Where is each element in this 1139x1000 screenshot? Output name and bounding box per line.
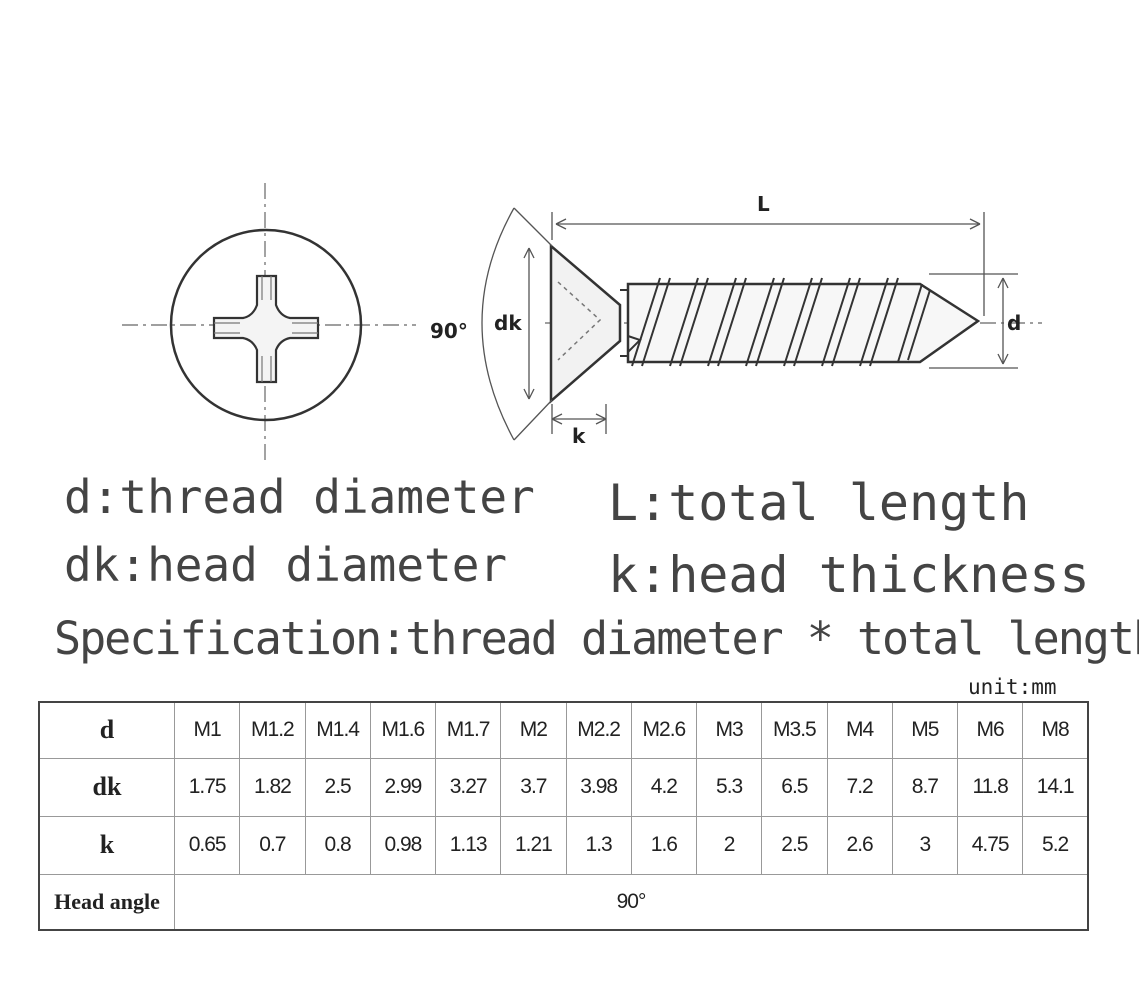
table-cell: M2.2	[565, 701, 632, 759]
table-cell: M2.6	[630, 701, 698, 759]
dimension-label-dk: dk	[494, 311, 522, 335]
screw-head-top-view	[122, 183, 416, 462]
table-cell: M2	[500, 701, 567, 759]
legend-head-diameter: dk:head diameter	[64, 538, 508, 592]
table-cell: 0.65	[173, 815, 241, 875]
table-cell: M1.2	[239, 701, 306, 759]
table-cell: 2.5	[304, 757, 371, 817]
table-cell: 5.3	[695, 757, 763, 817]
size-specification-table: d M1 M1.2 M1.4 M1.6 M1.7 M2 M2.2 M2.6 M3…	[38, 701, 1089, 931]
table-cell: 1.6	[630, 815, 698, 875]
table-cell: M3	[695, 701, 763, 759]
table-cell: 4.2	[630, 757, 698, 817]
table-cell: 11.8	[956, 757, 1024, 817]
table-cell: 2.99	[369, 757, 437, 817]
table-cell: M8	[1022, 701, 1089, 759]
table-cell: 3.7	[500, 757, 567, 817]
table-cell: 3	[891, 815, 959, 875]
table-row-dk: dk 1.75 1.82 2.5 2.99 3.27 3.7 3.98 4.2 …	[38, 757, 1089, 817]
table-cell: 1.21	[500, 815, 567, 875]
phillips-cross-icon	[212, 274, 320, 384]
table-cell: 1.75	[173, 757, 241, 817]
table-cell: 0.98	[369, 815, 437, 875]
table-cell: 2.5	[761, 815, 828, 875]
legend-head-thickness: k:head thickness	[608, 546, 1090, 604]
table-row-d: d M1 M1.2 M1.4 M1.6 M1.7 M2 M2.2 M2.6 M3…	[38, 701, 1089, 759]
dimension-label-angle: 90°	[430, 319, 468, 343]
table-cell: 2	[695, 815, 763, 875]
table-cell: 1.3	[565, 815, 632, 875]
table-cell: 3.98	[565, 757, 632, 817]
row-header-dk: dk	[38, 757, 175, 817]
legend-total-length: L:total length	[608, 474, 1030, 532]
table-cell: 6.5	[761, 757, 828, 817]
table-cell: M1.4	[304, 701, 371, 759]
head-angle-value: 90°	[174, 873, 1089, 931]
table-cell: M1.7	[434, 701, 502, 759]
screw-technical-drawing: L d dk k 90°	[122, 183, 1042, 462]
table-cell: M1	[173, 701, 241, 759]
dimension-label-d: d	[1007, 311, 1021, 335]
table-cell: 14.1	[1022, 757, 1089, 817]
row-header-head-angle: Head angle	[38, 873, 175, 931]
dimension-label-k: k	[572, 424, 586, 448]
table-cell: 0.7	[239, 815, 306, 875]
row-header-k: k	[38, 815, 175, 875]
table-cell: 1.82	[239, 757, 306, 817]
table-cell: 7.2	[826, 757, 893, 817]
table-cell: M3.5	[761, 701, 828, 759]
table-row-head-angle: Head angle 90°	[38, 873, 1089, 931]
table-cell: M5	[891, 701, 959, 759]
legend-thread-diameter: d:thread diameter	[64, 470, 535, 524]
table-cell: 2.6	[826, 815, 893, 875]
dimension-lines	[481, 207, 1018, 441]
dimension-label-L: L	[757, 192, 770, 216]
table-cell: 0.8	[304, 815, 371, 875]
row-header-d: d	[38, 701, 175, 759]
table-cell: M6	[956, 701, 1024, 759]
table-cell: 3.27	[434, 757, 502, 817]
table-cell: 5.2	[1022, 815, 1089, 875]
table-cell: 4.75	[956, 815, 1024, 875]
table-cell: 8.7	[891, 757, 959, 817]
table-cell: 1.13	[434, 815, 502, 875]
thread-ridges	[631, 277, 931, 367]
specification-line: Specification:thread diameter * total le…	[54, 612, 1139, 665]
unit-label: unit:mm	[968, 675, 1057, 699]
table-row-k: k 0.65 0.7 0.8 0.98 1.13 1.21 1.3 1.6 2 …	[38, 815, 1089, 875]
table-cell: M4	[826, 701, 893, 759]
table-cell: M1.6	[369, 701, 437, 759]
screw-side-view	[545, 243, 1042, 404]
